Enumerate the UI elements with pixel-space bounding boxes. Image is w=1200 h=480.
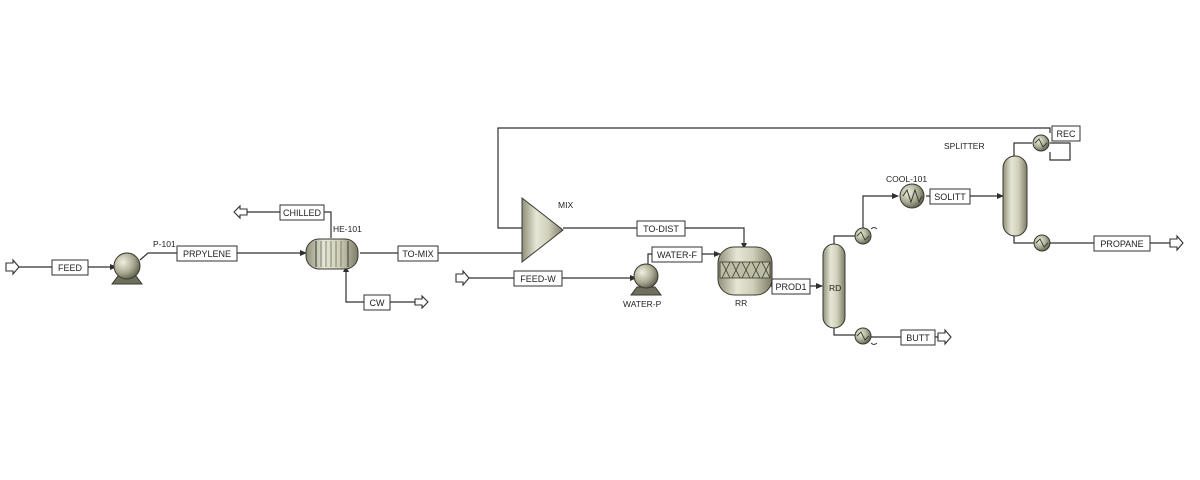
chilled-port-icon [233, 204, 248, 220]
feed-port-icon [5, 258, 20, 276]
label-rr: RR [735, 298, 747, 308]
stream-label-text: FEED-W [520, 274, 556, 284]
cooler-icon[interactable] [899, 183, 925, 209]
stream-label-text: BUTT [906, 333, 930, 343]
label-mix: MIX [558, 200, 573, 210]
arrow-head [630, 275, 637, 281]
stream-label-to-mix[interactable]: TO-MIX [397, 245, 439, 262]
arrow-head [741, 243, 747, 249]
arrow-head [714, 251, 721, 257]
stream-label-feed-w[interactable]: FEED-W [513, 270, 563, 287]
stream-label-text: PROD1 [775, 282, 806, 292]
stream-label-cw[interactable]: CW [363, 294, 391, 311]
arrow-head [997, 193, 1004, 199]
stream-label-text: CHILLED [283, 208, 322, 218]
label-water-p: WATER-P [623, 299, 662, 309]
line-rd-overhead [833, 235, 855, 247]
splitter-column-icon[interactable] [1002, 155, 1028, 237]
splitter-reboiler-icon[interactable] [1033, 234, 1051, 252]
label-p101: P-101 [153, 239, 176, 249]
stream-label-text: FEED [58, 263, 83, 273]
feed-w-port-icon [455, 269, 470, 287]
mixer-icon[interactable] [521, 196, 564, 264]
line-to-dist [563, 227, 745, 243]
stream-label-chilled[interactable]: CHILLED [279, 204, 325, 221]
heat-exchanger-he101-icon[interactable] [305, 238, 359, 270]
stream-label-prod1[interactable]: PROD1 [771, 278, 811, 295]
stream-label-text: PROPANE [1100, 239, 1143, 249]
stream-label-solitt[interactable]: SOLITT [929, 188, 971, 205]
stream-label-water-f[interactable]: WATER-F [651, 246, 703, 263]
butt-port-icon [937, 328, 952, 346]
stream-label-text: CW [370, 298, 385, 308]
label-splitter: SPLITTER [944, 141, 985, 151]
stream-label-text: PRPYLENE [183, 249, 231, 259]
stream-label-text: TO-MIX [402, 249, 433, 259]
label-rd: RD [829, 283, 841, 293]
ports [5, 204, 1184, 346]
line-cw [345, 272, 420, 303]
label-cool101: COOL-101 [886, 174, 927, 184]
arrow-head [110, 264, 117, 270]
line-prpylene [139, 252, 300, 261]
arrow-head [816, 283, 823, 289]
water-pump-icon[interactable] [630, 263, 662, 296]
propane-port-icon [1169, 234, 1184, 252]
pump-p101-icon[interactable] [111, 252, 143, 285]
arrow-head [892, 193, 899, 199]
stream-label-propane[interactable]: PROPANE [1093, 235, 1151, 252]
line-splitter-overhead [1013, 142, 1032, 160]
stream-label-butt[interactable]: BUTT [900, 329, 936, 346]
line-chilled [244, 211, 332, 238]
splitter-condenser-icon[interactable] [1032, 134, 1050, 152]
stream-label-to-dist[interactable]: TO-DIST [636, 220, 686, 237]
label-he101: HE-101 [333, 224, 362, 234]
line-rd-distillate [862, 195, 898, 228]
stream-label-text: REC [1056, 129, 1076, 139]
condenser-icon[interactable] [854, 227, 878, 245]
stream-label-feed[interactable]: FEED [51, 259, 89, 276]
line-rec [1049, 142, 1071, 161]
column-rd-icon[interactable] [822, 243, 846, 329]
cw-port-icon [414, 294, 429, 310]
line-recycle [497, 127, 1051, 229]
reactor-rr-icon[interactable] [717, 246, 773, 296]
stream-label-prpylene[interactable]: PRPYLENE [176, 245, 238, 262]
stream-label-text: WATER-F [657, 250, 697, 260]
stream-label-text: TO-DIST [643, 224, 679, 234]
stream-label-text: SOLITT [934, 192, 966, 202]
stream-lines [18, 127, 1172, 338]
reboiler-icon[interactable] [854, 327, 878, 345]
stream-label-rec[interactable]: REC [1051, 125, 1081, 142]
arrow-head [300, 250, 307, 256]
